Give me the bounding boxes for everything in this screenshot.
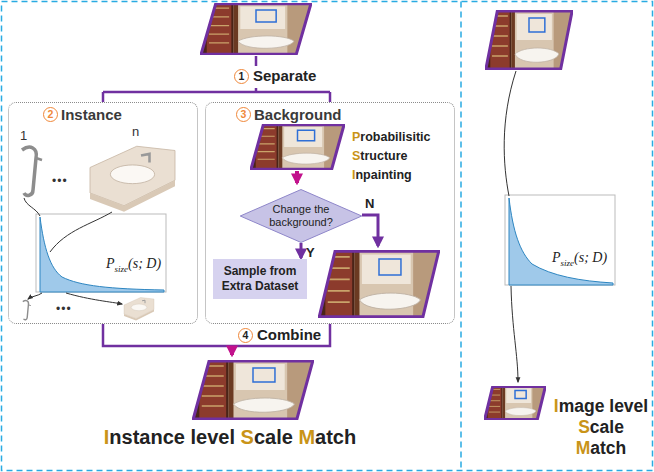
word: Match xyxy=(576,438,627,458)
initial-letter: P xyxy=(352,130,360,144)
word: Scale xyxy=(578,417,624,437)
initial-letter: M xyxy=(298,426,315,448)
instance-index: 1 xyxy=(20,128,27,143)
word: Structure xyxy=(352,149,408,163)
process-box: Sample from Extra Dataset xyxy=(213,259,307,299)
panel-title: Background xyxy=(254,106,342,123)
initial-letter: S xyxy=(241,426,254,448)
step-number: 2 xyxy=(43,107,58,122)
branch-label: N xyxy=(365,196,374,211)
step-title: Separate xyxy=(251,67,318,84)
word: Match xyxy=(298,426,356,448)
flow-arrow xyxy=(300,243,303,258)
word: Instance xyxy=(104,426,185,448)
step-number: 1 xyxy=(234,69,249,84)
flow-lines xyxy=(103,56,378,355)
decision-text: Change the background? xyxy=(262,203,340,229)
word: level xyxy=(191,426,235,448)
instances xyxy=(22,146,175,320)
diamond-shape xyxy=(240,190,362,243)
formula-part: size xyxy=(115,264,129,274)
mapping-curves xyxy=(24,71,518,382)
ellipsis: ••• xyxy=(52,174,68,188)
panel-title: Instance xyxy=(61,106,122,123)
method-name: Probabilisitic Structure Inpainting xyxy=(352,128,452,184)
group-panel: 2Instance xyxy=(8,102,198,324)
panel-heading: 2Instance xyxy=(43,106,122,123)
panel-caption: Instance level Scale Match xyxy=(60,426,400,449)
initial-letter: I xyxy=(554,396,559,416)
formula: Psize(s; D) xyxy=(552,250,607,268)
box-text-wrap: Sample from Extra Dataset xyxy=(213,264,307,294)
initial-letter: S xyxy=(352,149,360,163)
formula-part: (s; D) xyxy=(128,256,161,271)
group-panel: 3BackgroundChange the background? Sample … xyxy=(205,102,455,324)
word: Probabilisitic xyxy=(352,130,431,144)
size-distribution xyxy=(36,195,615,292)
initial-letter: M xyxy=(576,438,591,458)
formula-part: P xyxy=(106,256,115,271)
initial-letter: I xyxy=(104,426,110,448)
box-text: Sample from Extra Dataset xyxy=(213,264,307,294)
word: Image xyxy=(554,396,605,416)
word: Scale xyxy=(241,426,293,448)
formula-part: size xyxy=(561,258,575,268)
instance-index: n xyxy=(132,124,139,139)
formula-part: P xyxy=(552,250,561,265)
decision-diamond: Change the background? xyxy=(239,189,363,243)
step-number: 4 xyxy=(238,328,253,343)
diamond-outline xyxy=(239,189,363,243)
word: Inpainting xyxy=(352,168,412,182)
formula-part: (s; D) xyxy=(574,250,607,265)
initial-letter: S xyxy=(578,417,590,437)
formula: Psize(s; D) xyxy=(106,256,161,274)
panel-caption: Image level Scale Match xyxy=(551,396,651,459)
edge-label: Y xyxy=(306,245,315,260)
initial-letter: I xyxy=(352,168,355,182)
word: level xyxy=(609,396,648,416)
ellipsis: ••• xyxy=(56,302,72,316)
step-number: 3 xyxy=(236,107,251,122)
step-title: Combine xyxy=(255,326,323,343)
panel-heading: 3Background xyxy=(236,106,342,123)
